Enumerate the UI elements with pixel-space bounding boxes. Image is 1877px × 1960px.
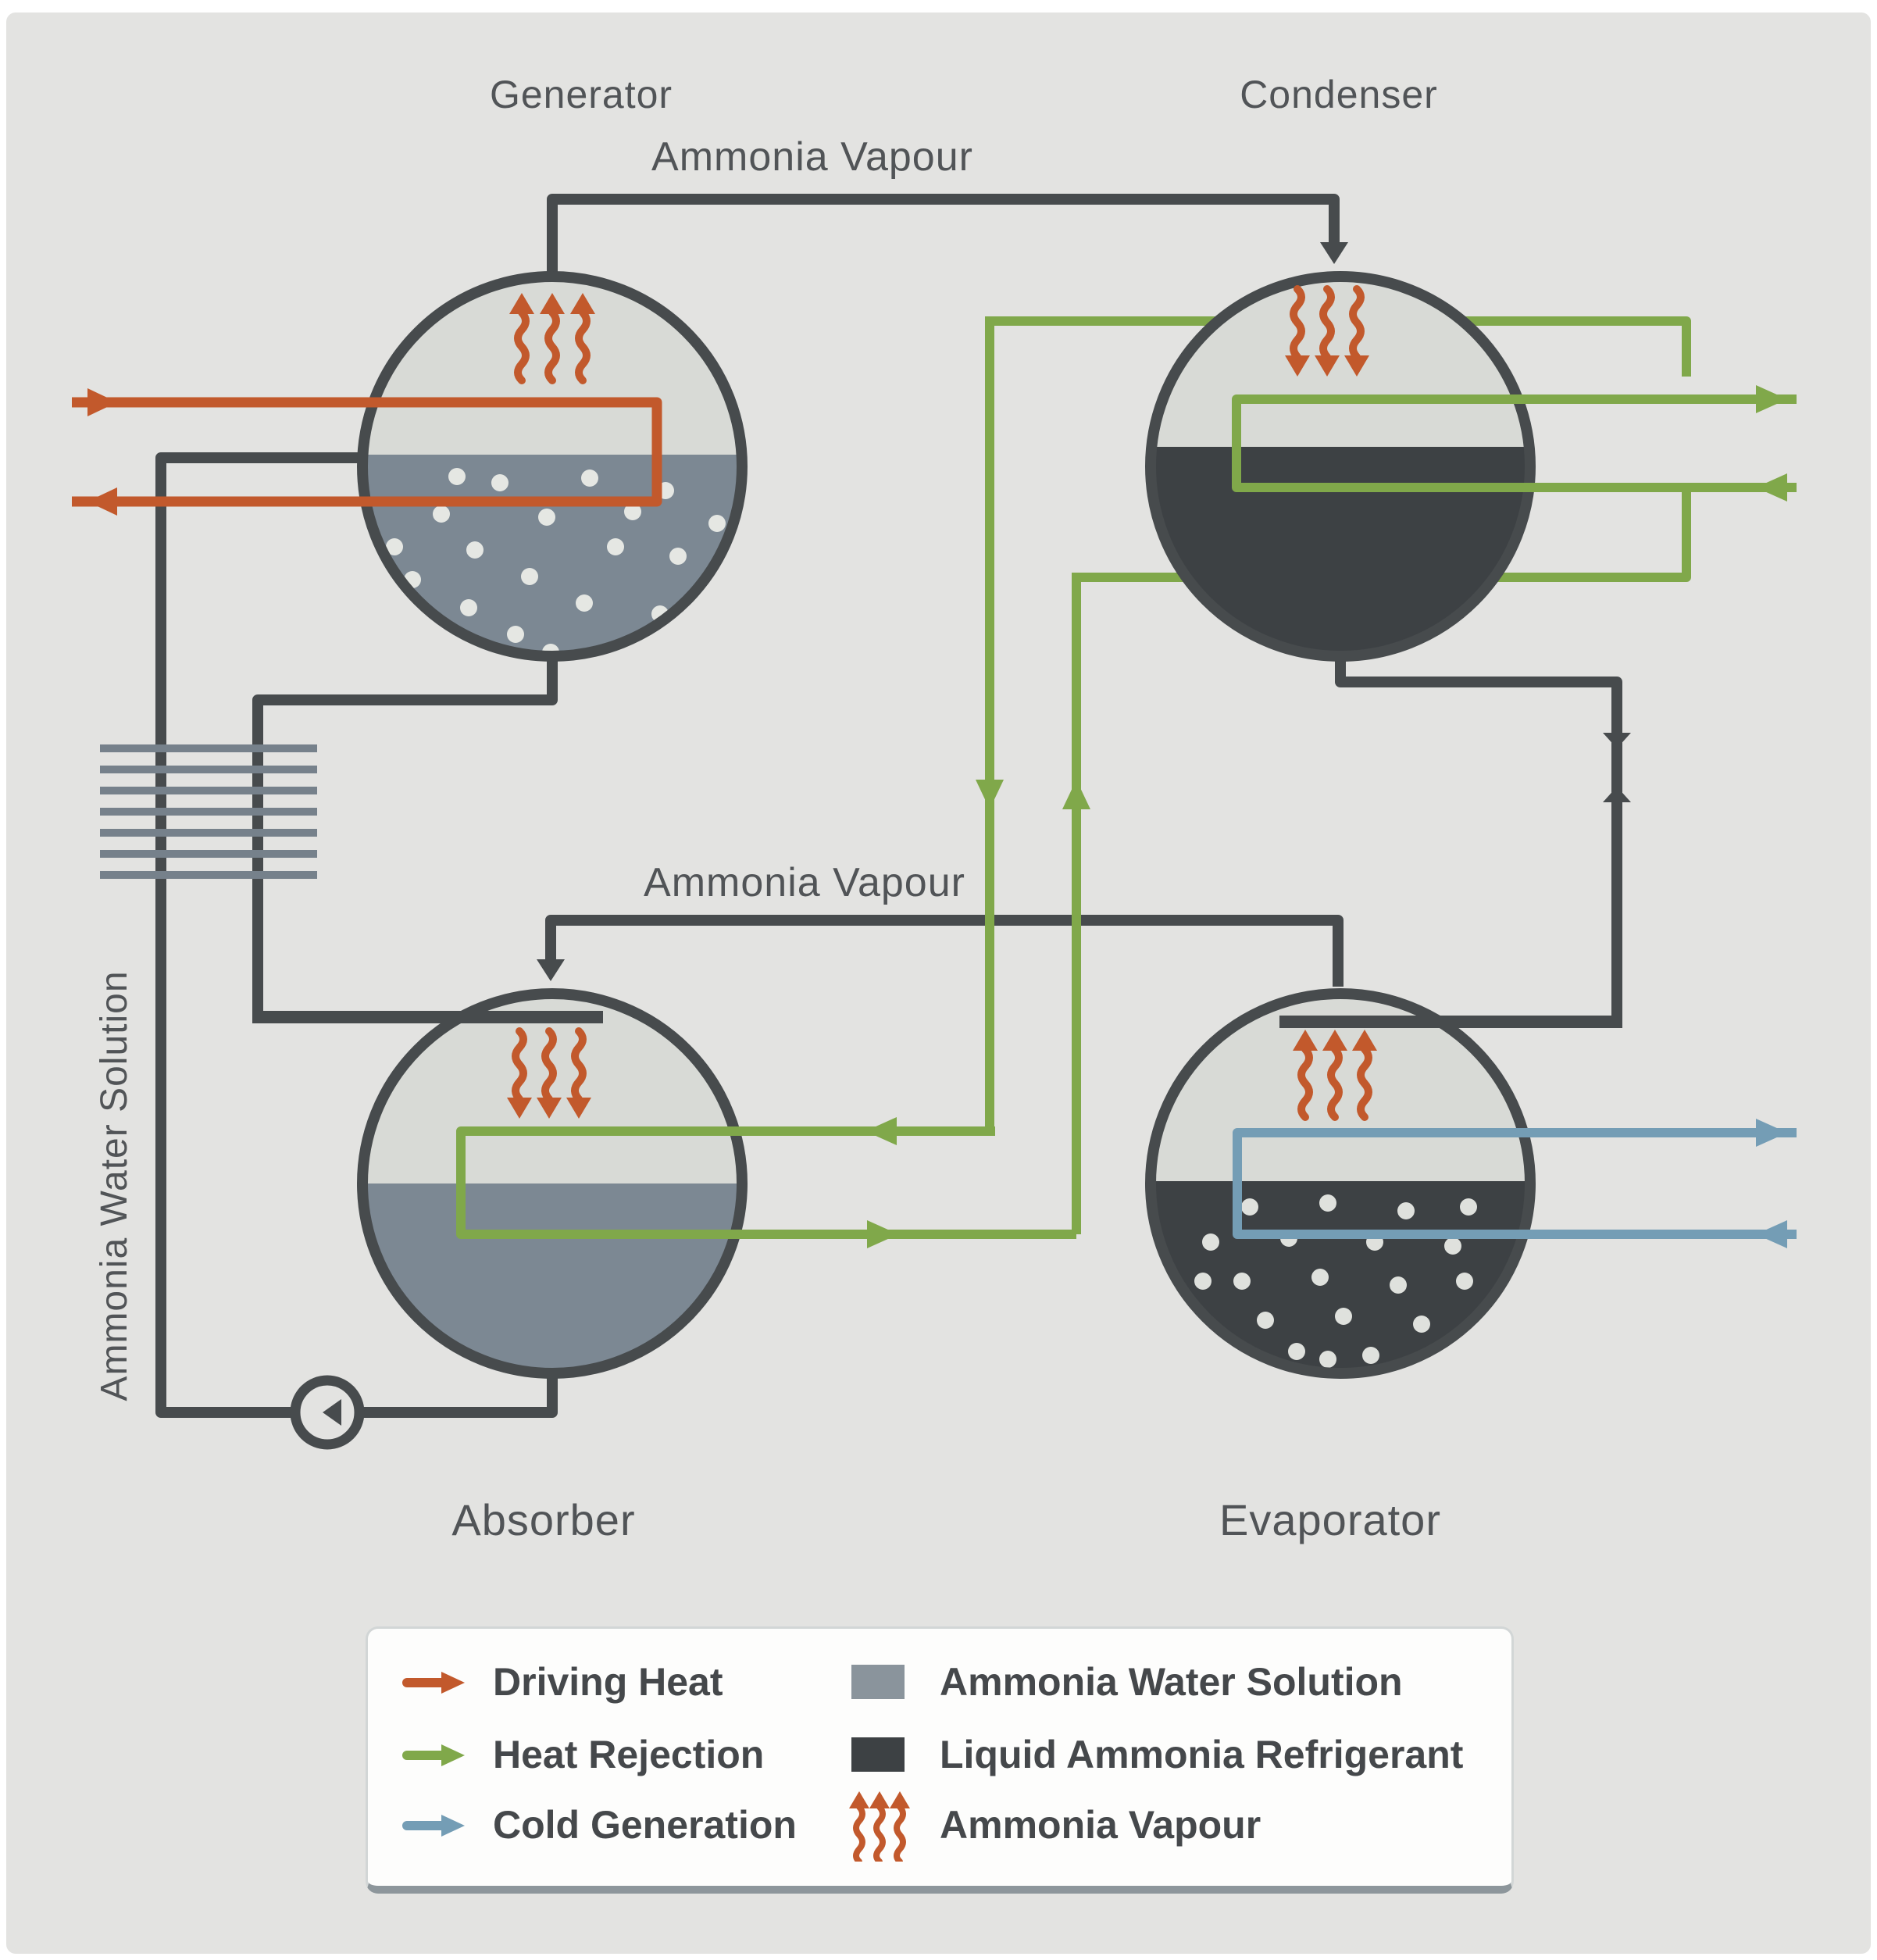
pipe-arrowheads [537,242,1348,981]
driving-heat-in-arrow-icon [87,388,117,416]
ammonia-vapour-line-top [547,194,1340,275]
condenser-label: Condenser [1240,73,1438,116]
ammonia-water-solution-swatch [851,1665,905,1699]
heat-rejection-condenser-coil [1232,385,1797,502]
green-down-arrow-icon [976,780,1004,809]
green-up-arrow-icon [1062,780,1090,809]
ammonia-vapour-top-label: Ammonia Vapour [651,134,973,180]
green-right-arrow-icon [867,1220,898,1248]
green-left-arrow-icon [865,1117,897,1145]
absorber-vessel [357,988,748,1379]
arrow-into-absorber-icon [537,959,565,981]
refrigerant-line [1335,658,1622,1022]
legend-heat-rejection-label: Heat Rejection [493,1733,765,1776]
ammonia-vapour-pipes [155,194,1622,1418]
absorber-label: Absorber [451,1495,636,1544]
heat-rejection-in-arrow-icon [1756,473,1787,502]
heat-rejection-out-arrow-icon [1756,385,1787,413]
cold-generation-line [1233,1119,1797,1248]
ammonia-water-solution-label: Ammonia Water Solution [94,970,135,1401]
driving-heat-out-arrow-icon [87,487,117,516]
pump-icon [290,1375,365,1450]
legend-driving-heat-label: Driving Heat [493,1660,723,1704]
ammonia-vapour-wavy-icon [848,1790,911,1862]
generator-label: Generator [489,73,673,116]
legend-ammonia-vapour-label: Ammonia Vapour [940,1803,1261,1847]
driving-heat-line [72,388,662,516]
heat-rejection-arrow-icon [402,1744,465,1766]
legend-ammonia-water-solution-label: Ammonia Water Solution [940,1660,1403,1704]
arrow-into-condenser-icon [1320,242,1348,264]
ammonia-vapour-middle-label: Ammonia Vapour [644,860,965,905]
evaporator-label: Evaporator [1219,1495,1441,1544]
heat-rejection-absorber-coil [456,316,1090,1248]
heat-exchanger-icon [100,744,317,879]
ammonia-vapour-line-middle [545,915,1344,987]
evaporator-bubbles [1194,1194,1477,1368]
driving-heat-arrow-icon [402,1672,465,1694]
legend-cold-generation-label: Cold Generation [493,1803,797,1847]
legend-liquid-ammonia-refrigerant-label: Liquid Ammonia Refrigerant [940,1733,1464,1776]
solution-return-line [155,452,558,1418]
cold-out-arrow-icon [1756,1119,1787,1147]
cold-in-arrow-icon [1756,1220,1787,1248]
solution-feed-line [252,658,558,1023]
expansion-valve-icon [1603,733,1631,802]
spray-bars [252,1011,1622,1028]
cold-generation-arrow-icon [402,1815,465,1837]
legend: Driving Heat Heat Rejection Cold Generat… [366,1626,1514,1894]
liquid-ammonia-refrigerant-swatch [851,1737,905,1772]
